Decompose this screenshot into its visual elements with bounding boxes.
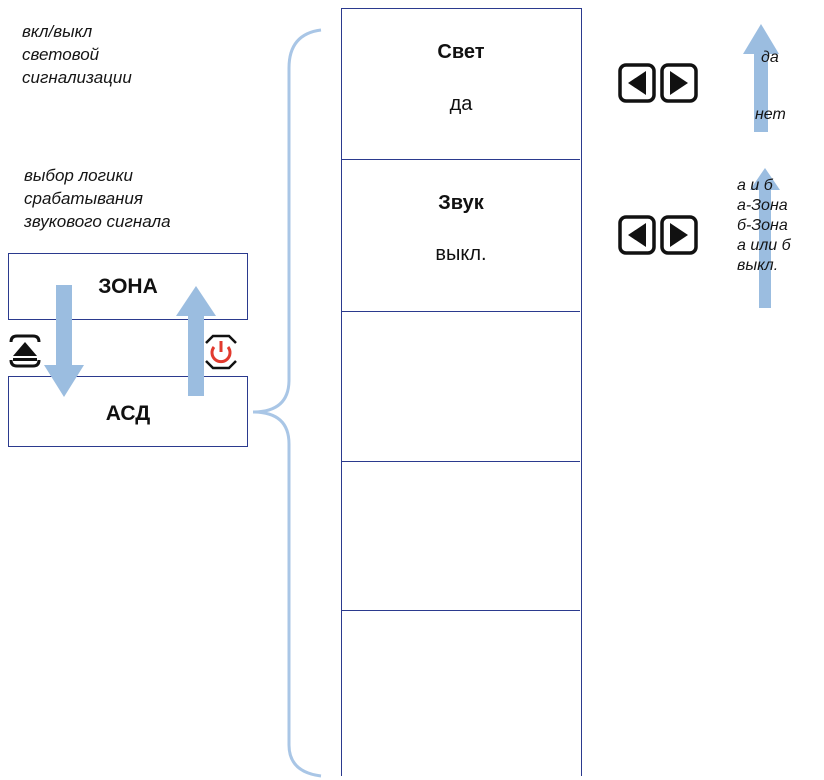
zone-mode-label: ЗОНА [98, 275, 158, 298]
left-right-arrows-icon[interactable] [618, 215, 698, 255]
menu-column: Свет да Звук выкл. [341, 8, 582, 776]
sound-option: б-Зона [737, 217, 788, 234]
menu-item-title: Свет [437, 41, 485, 63]
down-arrow-icon [44, 285, 84, 397]
asd-mode-label: АСД [105, 402, 151, 425]
asd-mode-box[interactable]: АСД [8, 376, 248, 447]
menu-item-empty[interactable] [342, 312, 580, 462]
menu-item-value: выкл. [435, 243, 487, 265]
note-line: срабатывания [24, 189, 143, 208]
note-line: звукового сигнала [24, 212, 171, 231]
menu-item-title: Звук [438, 192, 484, 214]
options-cycle-arrow-icon [750, 168, 780, 308]
note-line: выбор логики [24, 166, 133, 185]
menu-item-sound[interactable]: Звук выкл. [342, 160, 580, 312]
zone-mode-box[interactable]: ЗОНА [8, 253, 248, 320]
curly-brace [252, 28, 322, 778]
note-line: вкл/выкл [22, 22, 93, 41]
note-line: сигнализации [22, 68, 132, 87]
light-option: да [761, 49, 779, 66]
menu-item-empty[interactable] [342, 462, 580, 611]
menu-item-empty[interactable] [342, 611, 580, 777]
light-signal-note: вкл/выкл световой сигнализации [22, 20, 132, 89]
menu-item-light[interactable]: Свет да [342, 9, 580, 160]
power-key-icon[interactable] [201, 333, 241, 371]
up-triangle-key-icon[interactable] [7, 333, 43, 369]
sound-option: выкл. [737, 257, 779, 274]
sound-option: а или б [737, 237, 791, 254]
light-option: нет [755, 106, 786, 123]
sound-options-list: а и б а-Зона б-Зона а или б выкл. [737, 176, 791, 276]
options-cycle-arrow-icon [743, 24, 779, 132]
sound-logic-note: выбор логики срабатывания звукового сигн… [24, 164, 171, 233]
menu-item-value: да [449, 93, 473, 115]
up-arrow-icon [176, 286, 216, 396]
note-line: световой [22, 45, 100, 64]
left-right-arrows-icon[interactable] [618, 63, 698, 103]
sound-option: а-Зона [737, 197, 788, 214]
sound-option: а и б [737, 177, 773, 194]
